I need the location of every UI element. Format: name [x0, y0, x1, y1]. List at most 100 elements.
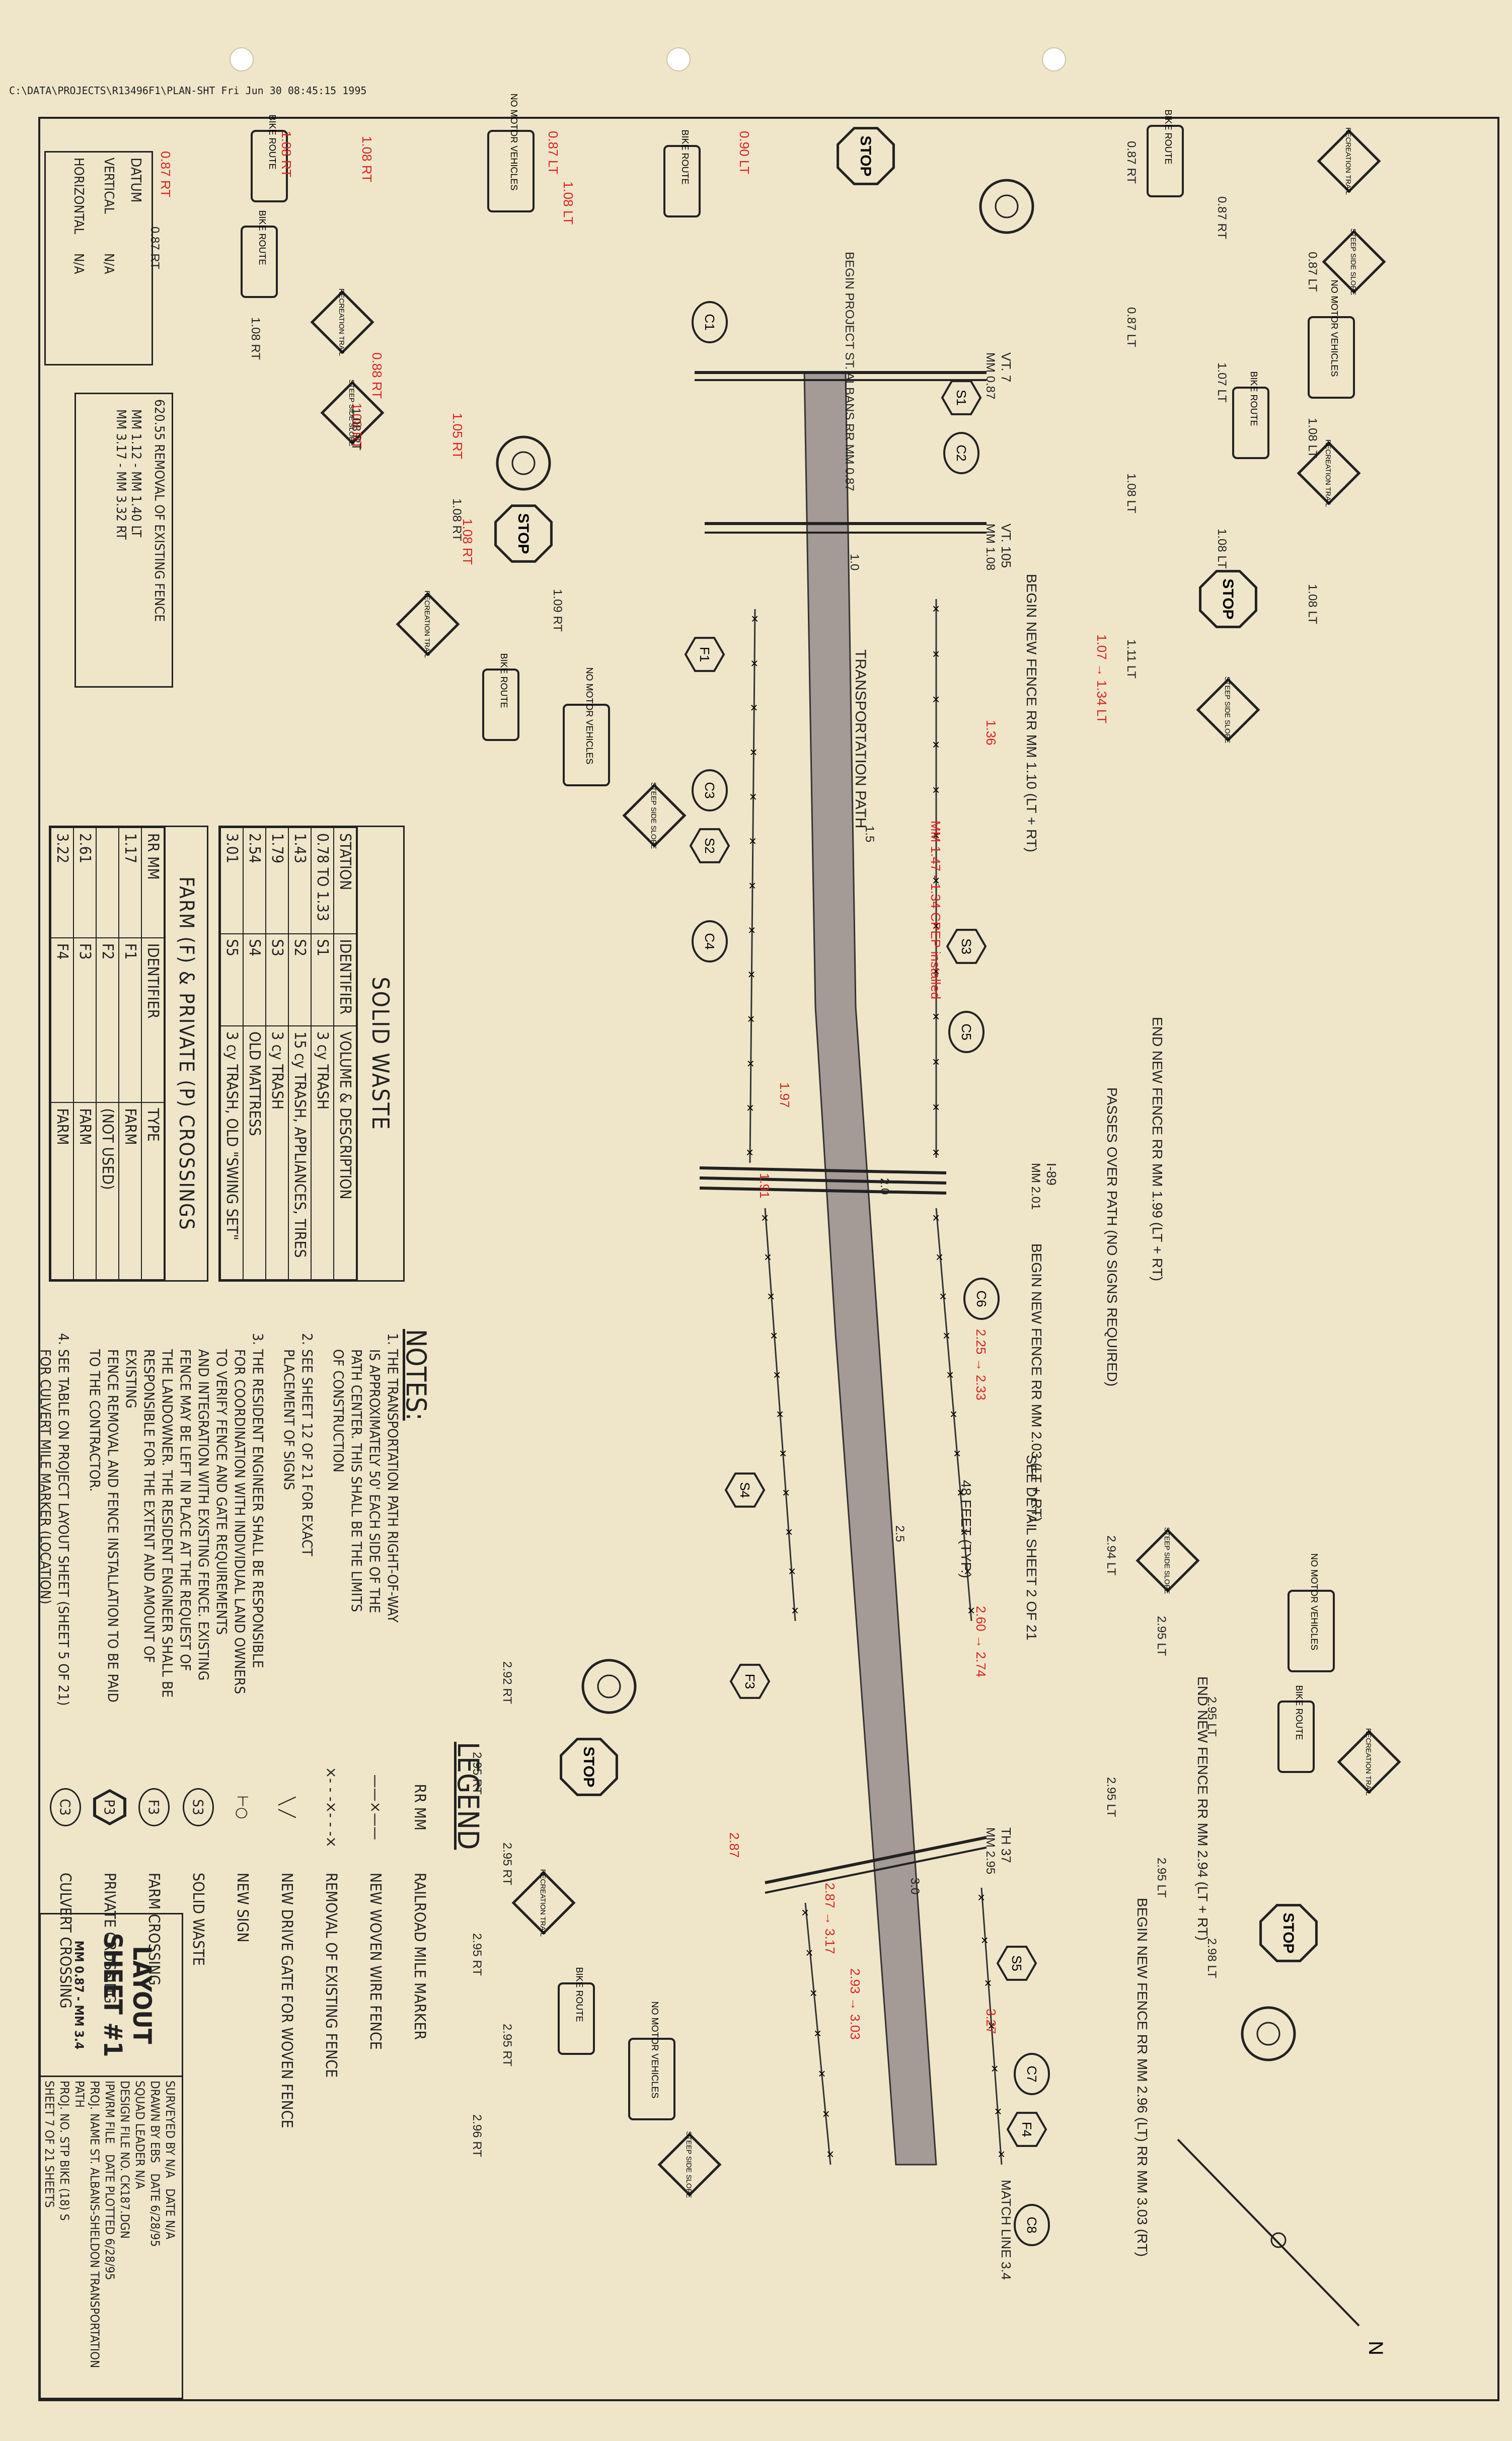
no-motor-vehicles-sign: NO MOTOR VEHICLES [1288, 1554, 1335, 1672]
sign-offset-label: 1.08 RT [450, 498, 464, 541]
no-motor-vehicles-sign: NO MOTOR VEHICLES [487, 94, 535, 212]
svg-text:NO MOTOR VEHICLES: NO MOTOR VEHICLES [1329, 280, 1339, 377]
steep-side-slope-sign: STEEP SIDE SLOPE [1322, 229, 1386, 295]
plot-stamp: C:\DATA\PROJECTS\R13496F1\PLAN-SHT Fri J… [9, 85, 367, 97]
callout-group: C1C2C3C4C5C6C7C8S1S2S3S4S5F1F3F4TRANSPOR… [148, 131, 1319, 2280]
fence-x-mark: × [773, 1367, 781, 1382]
recreation-trail-sign: RECREATION TRAIL [511, 1869, 576, 1937]
i89-road [699, 1176, 947, 1185]
svg-text:STEEP SIDE SLOPE: STEEP SIDE SLOPE [1163, 1527, 1171, 1594]
fence-x-mark: × [751, 611, 759, 626]
no-motor-vehicles-sign: NO MOTOR VEHICLES [563, 668, 610, 786]
sign-offset-label: 2.95 RT [500, 2024, 514, 2066]
fence-x-mark: × [747, 1056, 754, 1071]
fence-x-mark: × [748, 922, 755, 937]
red-field-note: 0.87 LT [546, 131, 561, 174]
svg-text:F4: F4 [1019, 2122, 1034, 2137]
binder-hole [666, 47, 691, 71]
fence-right [980, 1887, 1003, 2165]
callout-f1: F1 [684, 637, 725, 672]
begin-fence-label: BEGIN NEW FENCE RR MM 2.96 (LT) RR MM 3.… [1135, 1898, 1150, 2257]
svg-text:S3: S3 [959, 938, 974, 954]
begin-fence-label: BEGIN NEW FENCE RR MM 2.03 (LT + RT) [1029, 1243, 1044, 1522]
sign-offset-label: 2.95 LT [1104, 1777, 1118, 1817]
sign-offset-label: 0.87 RT [148, 227, 162, 269]
callout-s5: S5 [996, 1946, 1037, 1981]
fence-x-mark: × [764, 1249, 772, 1265]
red-field-note: 2.60 → 2.74 [973, 1606, 989, 1677]
svg-text:NO MOTOR VEHICLES: NO MOTOR VEHICLES [584, 668, 594, 765]
no-motor-vehicles-sign: NO MOTOR VEHICLES [628, 2002, 675, 2120]
fence-x-mark: × [761, 1210, 769, 1225]
red-field-note: 1.08 RT [349, 403, 364, 449]
fence-x-mark: × [936, 1249, 943, 1265]
fence-marks: ××××××××××××××××××××××××××××××××××××××××… [746, 601, 1005, 2162]
fence-x-mark: × [932, 782, 940, 797]
sign-offset-label: 0.87 LT [1306, 252, 1319, 292]
callout-s2: S2 [689, 828, 730, 863]
fence-x-mark: × [791, 1603, 799, 1618]
bike-route-sign: BIKE ROUTE [1147, 109, 1184, 197]
fence-x-mark: × [998, 2147, 1005, 2162]
svg-text:RECREATION TRAIL: RECREATION TRAIL [1324, 439, 1332, 507]
fence-x-mark: × [943, 1328, 950, 1343]
red-field-note: 1.05 RT [450, 413, 465, 459]
stop-sign: STOP [1199, 570, 1257, 628]
svg-text:STOP: STOP [1280, 1912, 1297, 1953]
steep-side-slope-sign: STEEP SIDE SLOPE [1136, 1527, 1200, 1594]
mm-label: MM 1.08 [984, 524, 997, 570]
bike-route-sign: BIKE ROUTE [241, 210, 278, 298]
red-field-note: 1.91 [757, 1173, 772, 1199]
bike-route-sign: BIKE ROUTE [1277, 1685, 1315, 1773]
mm-label: MM 2.01 [1029, 1163, 1042, 1210]
svg-text:RECREATION TRAIL: RECREATION TRAIL [539, 1869, 547, 1937]
bike-route-sign: BIKE ROUTE [251, 114, 288, 202]
fence-x-mark: × [748, 878, 756, 893]
station-label: 2.0 [878, 1178, 891, 1195]
recreation-trail-sign: RECREATION TRAIL [310, 288, 374, 356]
svg-text:C8: C8 [1024, 2216, 1039, 2233]
red-field-note: 0.87 RT [158, 151, 173, 197]
fence-left [749, 609, 756, 1163]
red-field-note: 0.90 LT [737, 131, 752, 174]
fence-x-mark: × [946, 1367, 954, 1382]
svg-text:C6: C6 [974, 1290, 989, 1307]
begin-project-label: BEGIN PROJECT ST. ALBANS RR MM 0.87 [843, 252, 856, 491]
th37-road [765, 1846, 987, 1894]
red-field-note: 0.88 RT [369, 352, 385, 399]
svg-text:STEEP SIDE SLOPE: STEEP SIDE SLOPE [1349, 229, 1357, 295]
red-field-note: 1.36 [984, 720, 999, 746]
svg-text:RECREATION TRAIL: RECREATION TRAIL [1344, 127, 1352, 195]
i89-label: I-89 [1044, 1163, 1059, 1186]
fence-x-mark: × [776, 1407, 784, 1422]
fence-x-mark: × [810, 1985, 817, 2001]
transportation-path [803, 372, 937, 2166]
sign-offset-label: 2.95 LT [1155, 1616, 1168, 1656]
callout-c1: C1 [692, 301, 728, 343]
fence-x-mark: × [932, 1210, 940, 1225]
svg-text:C4: C4 [702, 933, 717, 949]
steep-side-slope-sign: STEEP SIDE SLOPE [657, 2131, 722, 2198]
svg-text:F3: F3 [742, 1674, 758, 1689]
fence-x-mark: × [932, 873, 940, 888]
fence-x-mark: × [750, 655, 758, 671]
fence-x-mark: × [801, 1905, 809, 1920]
sign-offset-label: 1.08 LT [1306, 418, 1319, 458]
fence-x-mark: × [767, 1289, 775, 1304]
red-field-note: 2.87 [727, 1832, 742, 1858]
svg-text:STEEP SIDE SLOPE: STEEP SIDE SLOPE [348, 380, 356, 447]
sign-offset-label: 2.98 LT [1205, 1938, 1219, 1978]
red-field-note: 1.07 → 1.34 LT [1094, 634, 1109, 723]
svg-text:NO MOTOR VEHICLES: NO MOTOR VEHICLES [1309, 1554, 1319, 1651]
fence-x-mark: × [749, 834, 757, 849]
i89-road [699, 1187, 947, 1195]
yield-circle-sign [979, 179, 1034, 234]
sign-offset-label: 1.07 LT [1215, 362, 1229, 403]
svg-text:STOP: STOP [580, 1746, 597, 1787]
fence-x-mark: × [747, 967, 755, 982]
red-field-note: 1.08 LT [561, 181, 576, 225]
svg-text:C3: C3 [702, 782, 717, 798]
fence-x-mark: × [988, 2018, 995, 2033]
fence-x-mark: × [932, 692, 940, 707]
svg-text:S2: S2 [702, 838, 717, 854]
